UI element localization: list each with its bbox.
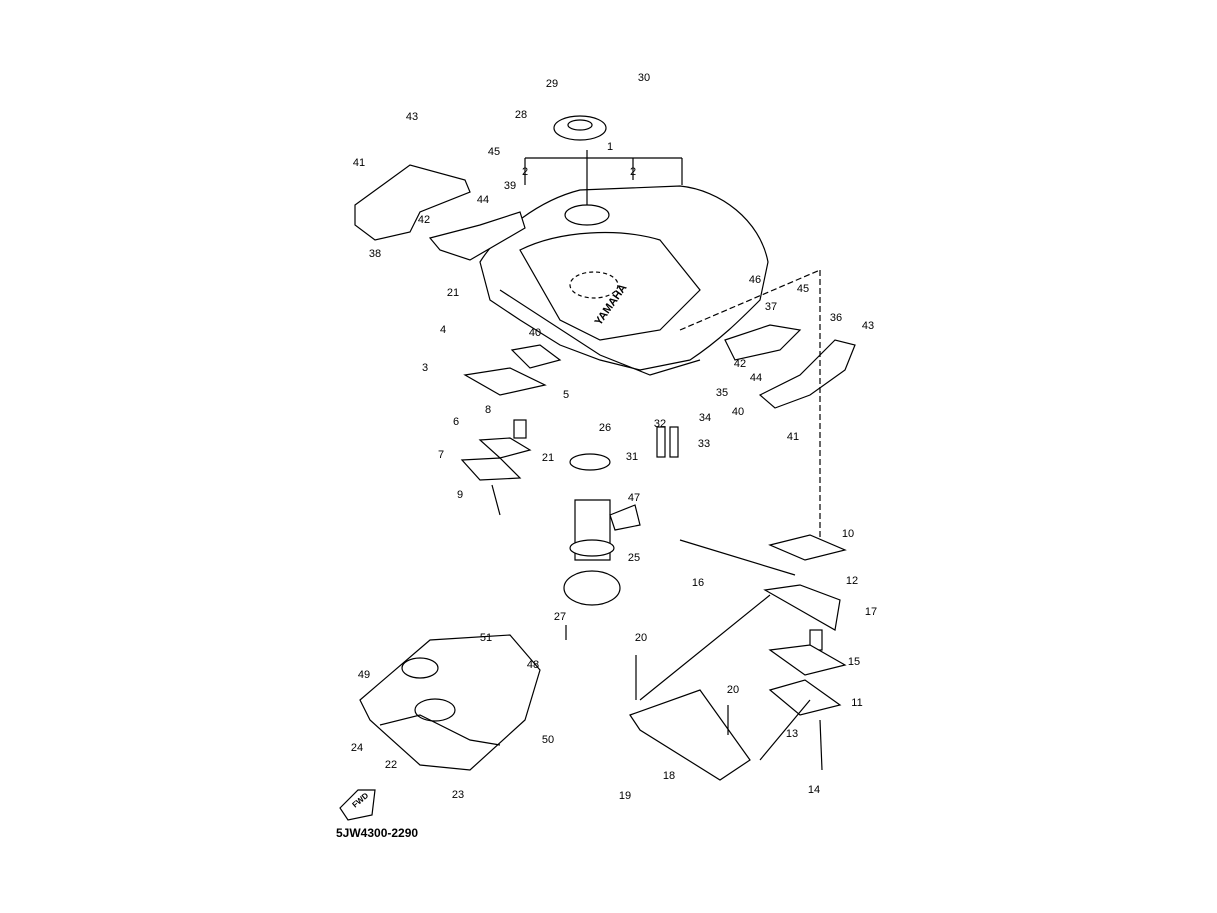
callout-number: 25 xyxy=(627,552,641,564)
callout-number: 36 xyxy=(829,312,843,324)
fwd-arrow-icon: FWD xyxy=(339,789,376,821)
callout-number: 20 xyxy=(634,632,648,644)
callout-number: 15 xyxy=(847,656,861,668)
callout-number: 13 xyxy=(785,728,799,740)
callout-number: 50 xyxy=(541,734,555,746)
callout-number: 7 xyxy=(437,449,445,461)
callout-number: 35 xyxy=(715,387,729,399)
callout-number: 11 xyxy=(851,697,863,709)
rear-mount xyxy=(629,534,847,781)
callout-number: 28 xyxy=(514,109,528,121)
callout-number: 5 xyxy=(562,389,570,401)
side-cover-left xyxy=(354,164,526,261)
callout-number: 42 xyxy=(417,214,431,226)
callout-number: 16 xyxy=(691,577,705,589)
callout-number: 23 xyxy=(451,789,465,801)
callout-number: 43 xyxy=(861,320,875,332)
hoses xyxy=(656,426,679,458)
callout-number: 21 xyxy=(541,452,555,464)
diagram-code: 5JW4300-2290 xyxy=(336,826,419,840)
callout-number: 51 xyxy=(479,632,493,644)
callout-number: 47 xyxy=(627,492,641,504)
callout-number: 45 xyxy=(796,283,810,295)
callout-number: 39 xyxy=(503,180,517,192)
callout-number: 30 xyxy=(637,72,651,84)
callout-number: 38 xyxy=(368,248,382,260)
callout-number: 34 xyxy=(698,412,712,424)
callout-number: 1 xyxy=(606,141,614,153)
callout-number: 22 xyxy=(384,759,398,771)
callout-number: 40 xyxy=(528,327,542,339)
fuel-tank: YAMAHA xyxy=(479,185,769,376)
callout-number: 21 xyxy=(446,287,460,299)
callout-number: 48 xyxy=(526,659,540,671)
callout-number: 6 xyxy=(452,416,460,428)
callout-number: 49 xyxy=(357,669,371,681)
callout-number: 40 xyxy=(731,406,745,418)
callout-number: 3 xyxy=(421,362,429,374)
callout-number: 41 xyxy=(786,431,800,443)
callout-number: 4 xyxy=(439,324,447,336)
callout-number: 43 xyxy=(405,111,419,123)
dampers-left xyxy=(460,344,562,516)
callout-number: 9 xyxy=(456,489,464,501)
callout-number: 46 xyxy=(748,274,762,286)
callout-number: 37 xyxy=(764,301,778,313)
callout-number: 41 xyxy=(352,157,366,169)
fuel-cap xyxy=(524,115,683,205)
callout-number: 19 xyxy=(618,790,632,802)
callout-number: 45 xyxy=(487,146,501,158)
callout-number: 27 xyxy=(553,611,567,623)
callout-number: 31 xyxy=(625,451,639,463)
callout-number: 42 xyxy=(733,358,747,370)
callout-number: 44 xyxy=(476,194,490,206)
callout-number: 20 xyxy=(726,684,740,696)
callout-number: 14 xyxy=(807,784,821,796)
callout-number: 2 xyxy=(521,166,529,178)
under-cover xyxy=(359,634,541,771)
callout-number: 12 xyxy=(845,575,859,587)
callout-number: 44 xyxy=(749,372,763,384)
fuel-pump xyxy=(563,453,641,640)
callout-number: 29 xyxy=(545,78,559,90)
callout-number: 18 xyxy=(662,770,676,782)
callout-number: 32 xyxy=(653,418,667,430)
callout-number: 33 xyxy=(697,438,711,450)
callout-number: 8 xyxy=(484,404,492,416)
callout-number: 17 xyxy=(864,606,878,618)
side-cover-right xyxy=(679,269,856,540)
callout-number: 24 xyxy=(350,742,364,754)
callout-number: 2 xyxy=(629,166,637,178)
callout-number: 10 xyxy=(841,528,855,540)
callout-number: 26 xyxy=(598,422,612,434)
